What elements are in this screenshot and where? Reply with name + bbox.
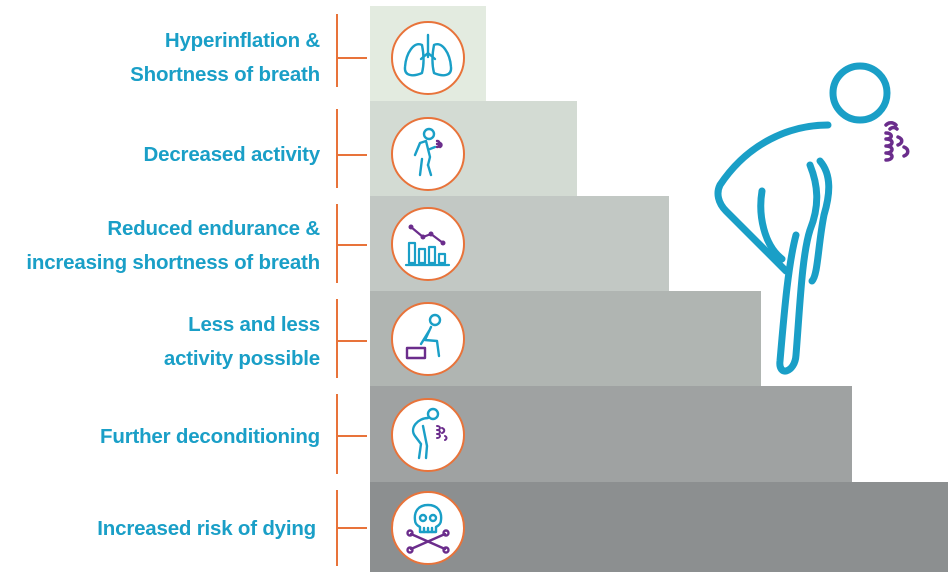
step-1-label: Hyperinflation &Shortness of breath: [130, 29, 320, 86]
badge-step-4: [391, 302, 465, 376]
seated-person-icon: [405, 313, 442, 360]
timeline-tick-5: [337, 435, 367, 437]
timeline-segment-5: [336, 394, 338, 474]
bent-person-breathless-icon: [411, 407, 448, 460]
timeline-tick-3: [337, 244, 367, 246]
timeline-segment-3: [336, 204, 338, 283]
badge-step-5: [391, 398, 465, 472]
badge-step-6: [391, 491, 465, 565]
breathless-person-icon: [714, 62, 910, 375]
timeline-tick-4: [337, 340, 367, 342]
step-6-label: Increased risk of dying: [97, 517, 316, 540]
declining-chart-icon: [404, 224, 451, 267]
person-coughing-icon: [413, 127, 443, 177]
step-2-label: Decreased activity: [143, 143, 321, 166]
badge-step-1: [391, 21, 465, 95]
timeline-segment-1: [336, 14, 338, 87]
timeline-tick-1: [337, 57, 367, 59]
timeline-tick-2: [337, 154, 367, 156]
timeline-segment-4: [336, 299, 338, 378]
lungs-icon: [403, 33, 453, 77]
badge-step-2: [391, 117, 465, 191]
badge-step-3: [391, 207, 465, 281]
step-5-label: Further deconditioning: [100, 425, 320, 448]
skull-crossbones-icon: [406, 503, 450, 554]
step-6-block: [370, 482, 948, 572]
timeline-segment-2: [336, 109, 338, 188]
step-3-label: Reduced endurance &increasing shortness …: [26, 217, 320, 274]
timeline-tick-6: [337, 527, 367, 529]
